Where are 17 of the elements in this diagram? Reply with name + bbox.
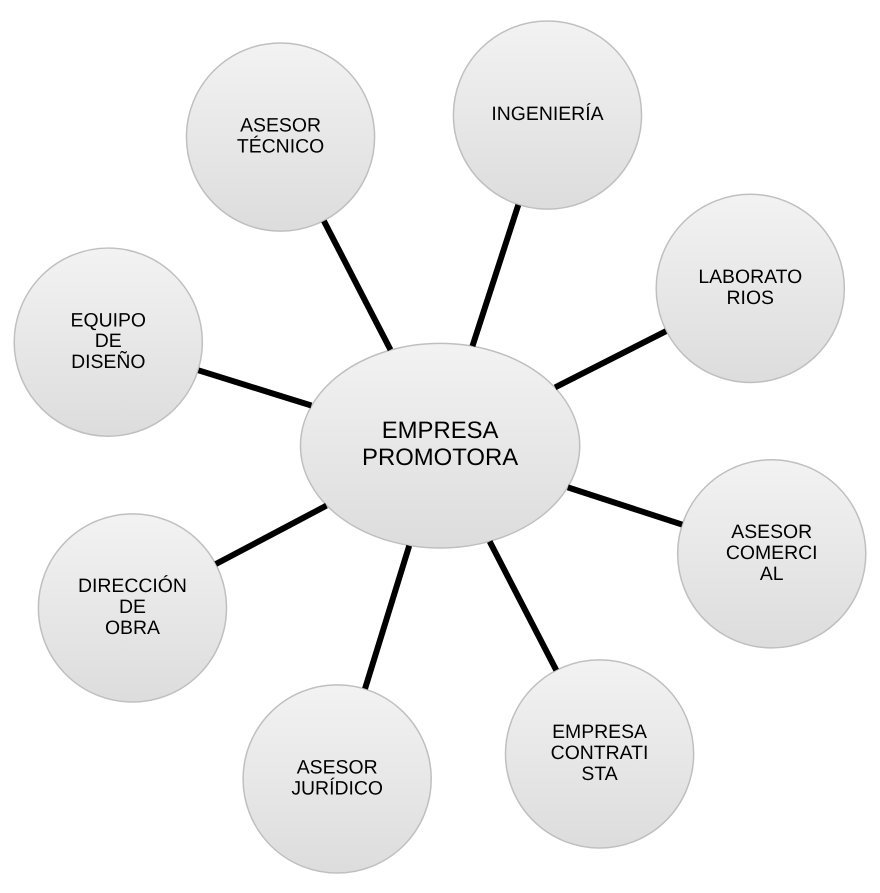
node-circle: ASESOR COMERCI AL bbox=[676, 458, 867, 648]
connector bbox=[198, 366, 312, 408]
connector bbox=[321, 219, 394, 351]
connector bbox=[470, 204, 522, 346]
node-circle: ASESOR JURÍDICO bbox=[242, 684, 432, 874]
node-circle: EMPRESA CONTRATI STA bbox=[504, 658, 694, 848]
node-circle: LABORATO RIOS bbox=[655, 193, 846, 383]
node-ellipse: EMPRESA PROMOTORA bbox=[300, 342, 580, 548]
connector bbox=[362, 544, 412, 690]
node-circle: DIRECCIÓN DE OBRA bbox=[38, 512, 228, 702]
connector bbox=[487, 540, 559, 672]
node-circle: EQUIPO DE DISEÑO bbox=[13, 246, 204, 436]
connector bbox=[566, 484, 684, 527]
connector bbox=[214, 502, 328, 566]
connector bbox=[554, 328, 668, 390]
node-circle: ASESOR TÉCNICO bbox=[186, 42, 376, 232]
node-circle: INGENIERÍA bbox=[452, 20, 642, 210]
